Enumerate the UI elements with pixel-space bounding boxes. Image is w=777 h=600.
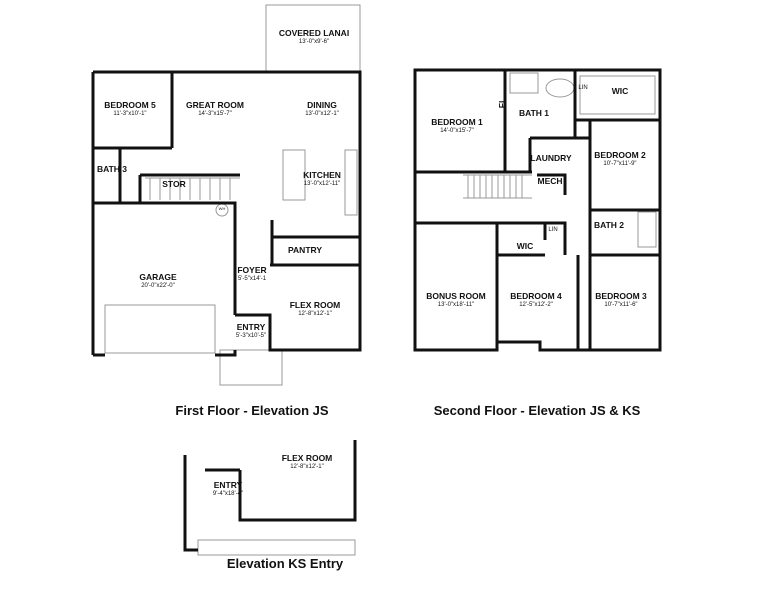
room-wic-1: WIC [612,86,629,96]
kitchen-counter [344,149,358,216]
room-name: GREAT ROOM [186,100,244,110]
room-name: BEDROOM 5 [104,100,156,110]
room-laundry: LAUNDRY [530,153,571,163]
tub-bath1 [545,78,575,98]
room-name: FLEX ROOM [281,453,333,463]
room-dims: 13'-0"x12'-1" [305,111,339,117]
room-stor: STOR [162,179,185,189]
room-name: ENTRY [213,480,243,490]
garage-door [104,304,216,354]
tub-bath2 [637,211,657,248]
room-name: LAUNDRY [530,153,572,163]
room-dims: 11'-3"x10'-1" [113,111,147,117]
room-name: BATH 3 [96,164,128,174]
room-name: BEDROOM 2 [594,150,646,160]
room-dims: 10'-7"x11'-9" [603,161,637,167]
wic-shelf [579,75,656,115]
room-name: STOR [162,179,186,189]
stairs-first [145,177,240,200]
room-name: FL [497,97,507,109]
room-lin-2: LIN [548,226,557,234]
room-dims: 9'-4"x18'-4" [212,491,244,497]
room-name: LIN [548,227,558,233]
ks-porch [197,539,356,556]
room-name: BEDROOM 1 [431,117,483,127]
front-porch [219,349,283,386]
room-mech: MECH [537,176,562,186]
water-heater-label: WH [218,206,226,211]
room-dims: 14'-0"x15'-7" [440,128,474,134]
shower-bath1 [509,72,539,94]
room-wic-2: WIC [517,241,534,251]
room-name: LIN [578,85,588,91]
room-name: BONUS ROOM [426,291,486,301]
room-dims: 5'-3"x10'-5" [235,333,267,339]
first-floor-caption: First Floor - Elevation JS [175,403,329,418]
room-bath-3: BATH 3 [97,164,127,174]
room-dims: 13'-0"x9'-6" [298,39,330,45]
room-dims: 12'-8"x12'-1" [298,311,332,317]
room-name: WIC [516,241,534,251]
room-name: KITCHEN [303,170,341,180]
room-name: BATH 1 [518,108,550,118]
room-fl: FL [497,98,507,108]
room-name: FLEX ROOM [289,300,341,310]
room-dims: 10'-7"x11'-6" [604,302,638,308]
room-name: BEDROOM 3 [595,291,647,301]
room-name: FOYER [237,265,267,275]
room-lin-1: LIN [578,84,587,92]
room-name: GARAGE [139,272,177,282]
room-name: DINING [307,100,337,110]
stairs-second [463,174,532,199]
room-name: BEDROOM 4 [510,291,562,301]
room-dims: 12'-5"x12'-2" [519,302,553,308]
room-dims: 12'-8"x12'-1" [290,464,324,470]
room-dims: 13'-0"x12'-11" [303,181,341,187]
room-name: BATH 2 [593,220,625,230]
second-floor-caption: Second Floor - Elevation JS & KS [433,403,641,418]
room-dims: 5'-5"x14'-1 [237,276,267,282]
room-pantry: PANTRY [288,245,322,255]
room-bath-2: BATH 2 [594,220,624,230]
kitchen-island [282,149,306,201]
room-dims: 14'-3"x15'-7" [198,111,232,117]
room-dims: 20'-0"x22'-0" [141,283,175,289]
room-bath-1: BATH 1 [519,108,549,118]
room-name: PANTRY [288,245,322,255]
fixtures [104,4,657,556]
ks-entry-caption: Elevation KS Entry [226,556,344,571]
walls [91,68,662,552]
room-name: WIC [611,86,629,96]
room-name: COVERED LANAI [278,28,350,38]
room-name: ENTRY [236,322,266,332]
room-dims: 13'-0"x18'-11" [437,302,475,308]
room-name: MECH [537,176,563,186]
